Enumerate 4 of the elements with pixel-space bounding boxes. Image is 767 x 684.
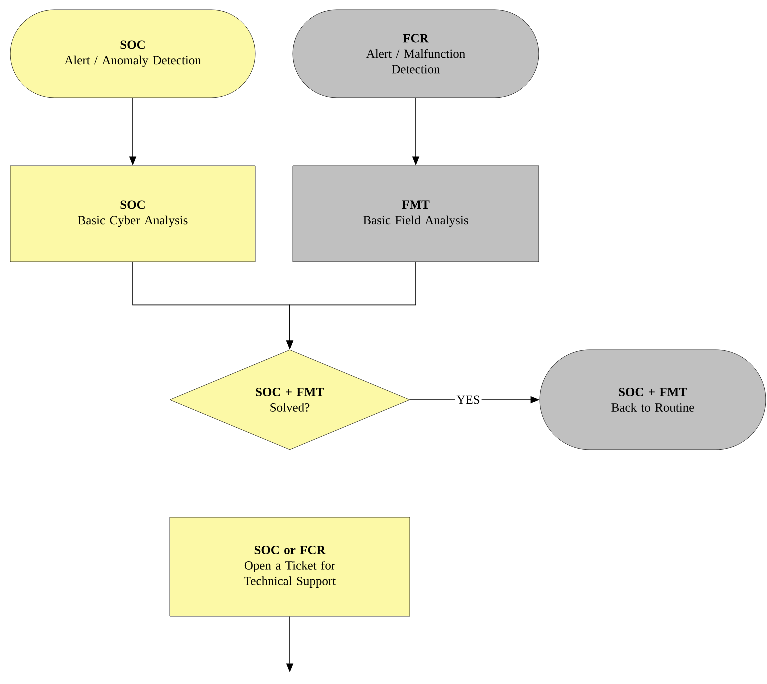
process-box: SOC or FCR Open a Ticket for Technical Support: [170, 517, 410, 617]
edge-label: YES: [455, 394, 482, 406]
process-box: FMT Basic Field Analysis: [292, 166, 540, 262]
process-box: SOC Basic Cyber Analysis: [10, 166, 256, 262]
